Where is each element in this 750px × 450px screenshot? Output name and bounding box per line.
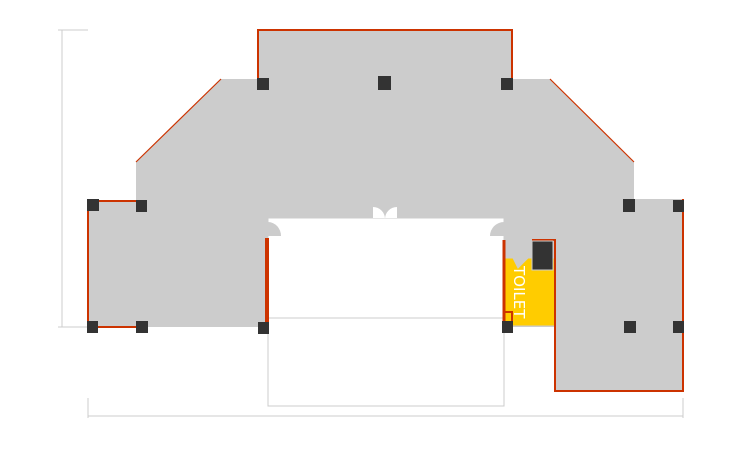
column xyxy=(673,321,684,333)
door-swing-center xyxy=(373,207,397,219)
dimension-lines xyxy=(58,29,684,418)
walls xyxy=(87,29,684,392)
column xyxy=(673,200,684,212)
column xyxy=(257,78,269,90)
column xyxy=(623,199,635,212)
door-swing-right xyxy=(490,222,504,236)
column xyxy=(624,321,636,333)
column xyxy=(378,76,391,90)
column xyxy=(258,322,269,334)
column xyxy=(501,78,513,90)
toilet-label: TOILET xyxy=(510,265,528,319)
column xyxy=(531,240,554,271)
column xyxy=(87,199,99,211)
door-swing-left xyxy=(268,222,281,236)
entrance-area[interactable] xyxy=(267,317,505,407)
column xyxy=(136,321,148,333)
column xyxy=(136,200,147,212)
column xyxy=(87,321,98,333)
column xyxy=(502,321,513,333)
columns xyxy=(87,76,684,334)
lobby-area[interactable] xyxy=(267,217,505,319)
